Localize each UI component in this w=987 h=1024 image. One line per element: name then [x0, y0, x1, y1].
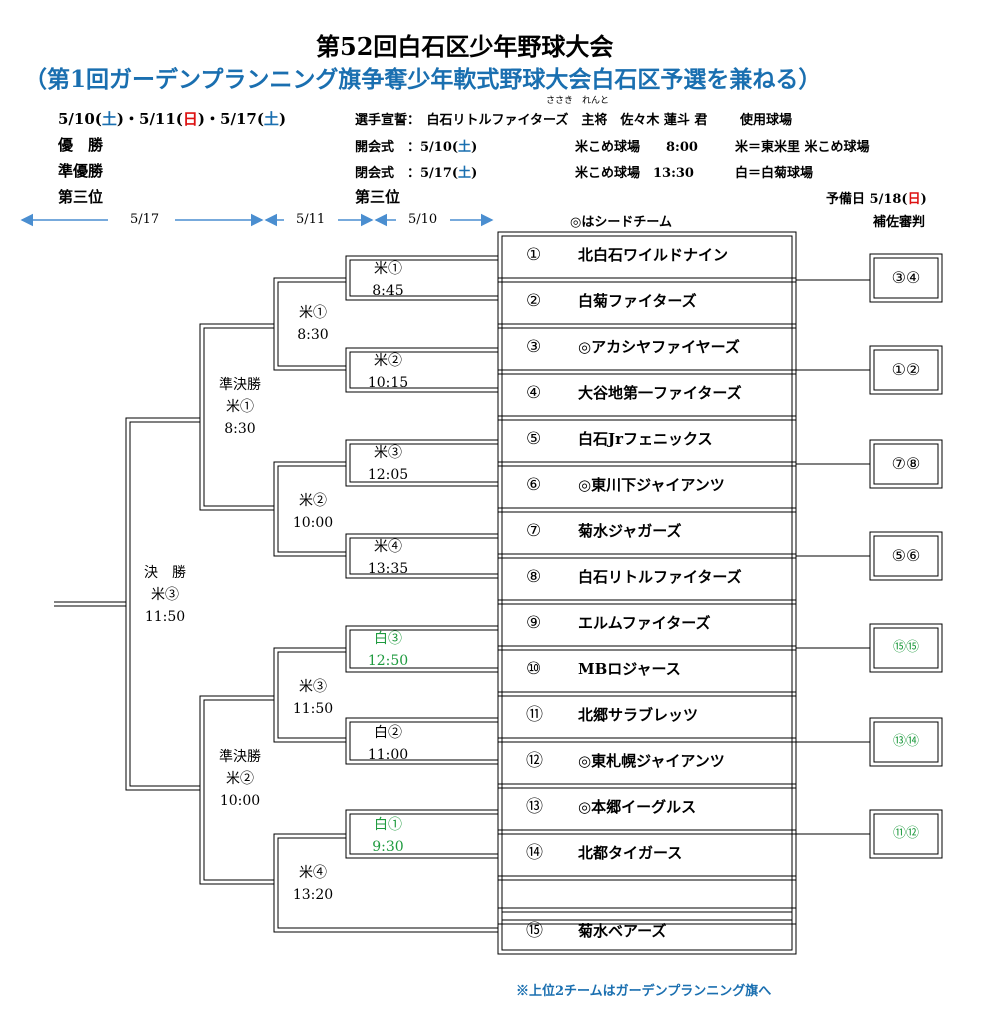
team-number: ⑥	[526, 475, 542, 495]
seed-note: ◎はシードチーム	[570, 215, 672, 230]
team-row: ② 白菊ファイターズ	[504, 283, 792, 319]
closing-place: 米こめ球場 13:30	[575, 166, 694, 181]
runner-up-label: 準優勝	[58, 162, 104, 180]
ref-pair: ⑤⑥	[891, 546, 921, 565]
team-number: ⑦	[526, 521, 542, 541]
team-name: 白菊ファイターズ	[578, 292, 697, 310]
field-1: 米＝東米里 米こめ球場	[735, 140, 870, 155]
team-name: 菊水ジャガーズ	[578, 522, 682, 540]
ref-pair: ⑮⑮	[892, 640, 919, 655]
ref-pair: ③④	[891, 268, 921, 287]
team-name: 菊水ベアーズ	[578, 922, 667, 940]
tournament-dates: 5/10(土)・5/11(日)・5/17(土)	[58, 110, 287, 128]
oath-ruby: ささき れんと	[546, 96, 610, 106]
team-name: 北白石ワイルドナイン	[578, 246, 729, 264]
team-row: ⑧ 白石リトルファイターズ	[504, 559, 792, 595]
team-number: ⑬	[526, 797, 543, 817]
team-row: ③ ◎アカシヤファイヤーズ	[504, 329, 792, 365]
team-name: ◎東札幌ジャイアンツ	[578, 752, 725, 770]
team-name: エルムファイターズ	[578, 614, 711, 632]
team-number: ⑪	[526, 705, 543, 725]
team-name: ◎本郷イーグルス	[578, 798, 697, 816]
team-name: 白石Jrフェニックス	[578, 430, 713, 448]
reserve-day: 予備日 5/18(日)	[826, 192, 927, 207]
opening-place: 米こめ球場 8:00	[575, 140, 698, 155]
team-row: ⑥ ◎東川下ジャイアンツ	[504, 467, 792, 503]
team-number: ⑧	[526, 567, 542, 587]
field-2: 白＝白菊球場	[735, 166, 814, 181]
footnote: ※上位2チームはガーデンプランニング旗へ	[516, 984, 772, 999]
team-row: ⑫ ◎東札幌ジャイアンツ	[504, 743, 792, 779]
round-date-r1: 5/10	[408, 212, 438, 227]
round-date-final: 5/17	[130, 212, 160, 227]
team-name: ◎アカシヤファイヤーズ	[578, 338, 740, 356]
team-row: ⑩ MBロジャース	[504, 651, 792, 687]
champion-label: 優 勝	[58, 136, 104, 154]
team-number: ⑤	[526, 429, 542, 449]
team-number: ⑩	[526, 659, 542, 679]
team-name: 北都タイガース	[578, 844, 683, 862]
page-subtitle: （第1回ガーデンプランニング旗争奪少年軟式野球大会白石区予選を兼ねる）	[24, 66, 822, 93]
team-name: 白石リトルファイターズ	[578, 568, 742, 586]
team-row: ① 北白石ワイルドナイン	[504, 237, 792, 273]
team-number: ③	[526, 337, 542, 357]
oath-text: 選手宣誓： 白石リトルファイターズ 主将 佐々木 蓮斗 君	[355, 113, 708, 128]
team-number: ④	[526, 383, 542, 403]
ref-pair: ⑪⑫	[892, 826, 919, 841]
referee-heading: 補佐審判	[873, 215, 926, 230]
team-row: ⑬ ◎本郷イーグルス	[504, 789, 792, 825]
team-number: ⑫	[526, 751, 543, 771]
team-row: ⑪ 北郷サラブレッツ	[504, 697, 792, 733]
team-row: ⑭ 北都タイガース	[504, 835, 792, 871]
team-row: ⑮ 菊水ベアーズ	[504, 913, 792, 949]
team-row: ⑤ 白石Jrフェニックス	[504, 421, 792, 457]
team-row: ⑨ エルムファイターズ	[504, 605, 792, 641]
team-number: ⑨	[526, 613, 542, 633]
team-number: ⑭	[526, 843, 543, 863]
page-title: 第52回白石区少年野球大会	[316, 32, 614, 61]
team-name: 大谷地第一ファイターズ	[578, 384, 742, 402]
field-heading: 使用球場	[740, 113, 793, 128]
ref-pair: ①②	[891, 360, 921, 379]
third-place-info: 第三位	[355, 188, 401, 206]
team-number: ⑮	[526, 921, 543, 941]
team-name: ◎東川下ジャイアンツ	[578, 476, 725, 494]
team-number: ②	[526, 291, 542, 311]
team-row: ④ 大谷地第一ファイターズ	[504, 375, 792, 411]
ref-pair: ⑦⑧	[891, 454, 921, 473]
team-name: MBロジャース	[578, 660, 681, 678]
team-number: ①	[526, 245, 542, 265]
round-date-r2: 5/11	[296, 212, 326, 227]
closing-ceremony: 閉会式 ：5/17(土)	[355, 166, 478, 181]
team-name: 北郷サラブレッツ	[578, 706, 699, 724]
ref-pair: ⑬⑭	[892, 734, 919, 749]
opening-ceremony: 開会式 ：5/10(土)	[355, 140, 478, 155]
team-row: ⑦ 菊水ジャガーズ	[504, 513, 792, 549]
third-place-label: 第三位	[58, 188, 104, 206]
